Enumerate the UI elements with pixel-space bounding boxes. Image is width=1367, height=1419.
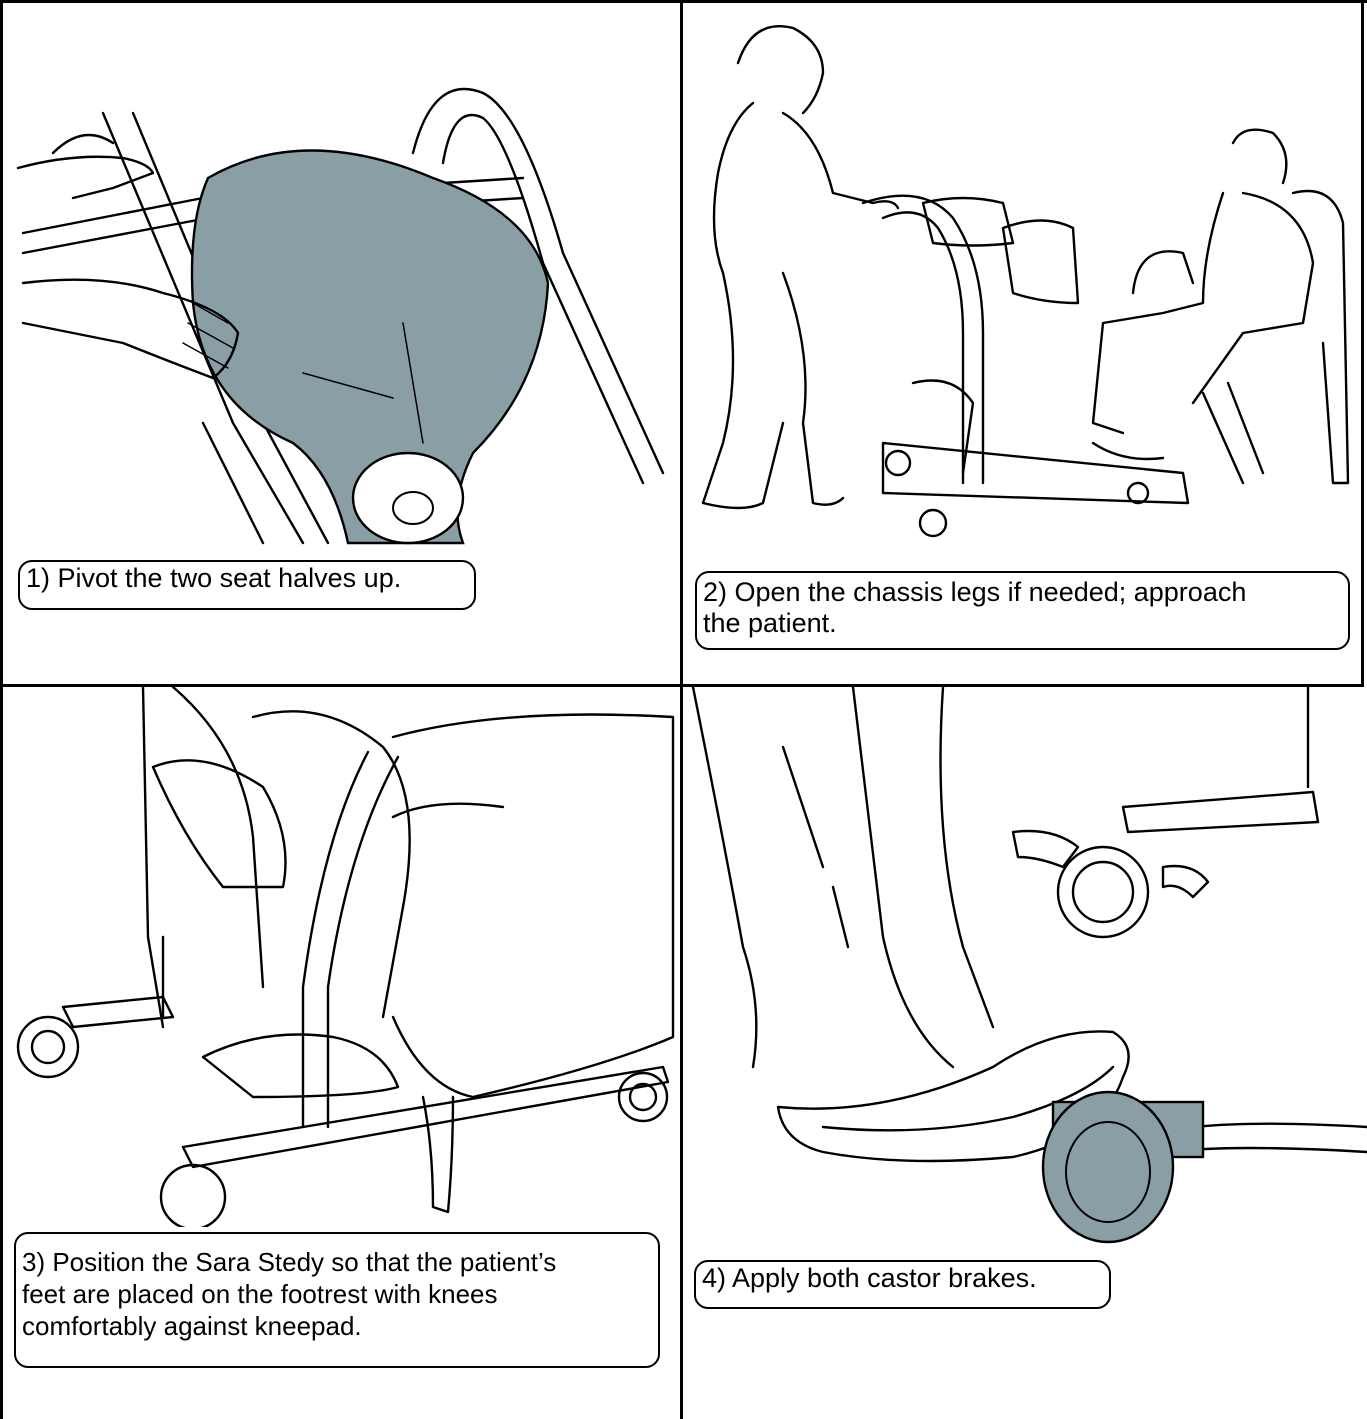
castor-brake-illustration [683,687,1367,1247]
outer-border-right [1361,0,1364,686]
panel-1-caption: 1) Pivot the two seat halves up. [18,560,476,610]
position-stedy-illustration [3,687,680,1227]
panel-1: 1) Pivot the two seat halves up. [3,3,680,684]
panel-4-caption: 4) Apply both castor brakes. [694,1260,1111,1309]
panel-4: 4) Apply both castor brakes. [683,687,1367,1419]
approach-patient-illustration [683,3,1361,548]
seat-pivot-illustration [3,3,680,548]
castor-wheel [1043,1092,1173,1242]
panel-3-caption: 3) Position the Sara Stedy so that the p… [14,1232,660,1368]
panel-2-caption: 2) Open the chassis legs if needed; appr… [695,571,1350,650]
panel-3: 3) Position the Sara Stedy so that the p… [3,687,680,1419]
panel-2: 2) Open the chassis legs if needed; appr… [683,3,1361,684]
